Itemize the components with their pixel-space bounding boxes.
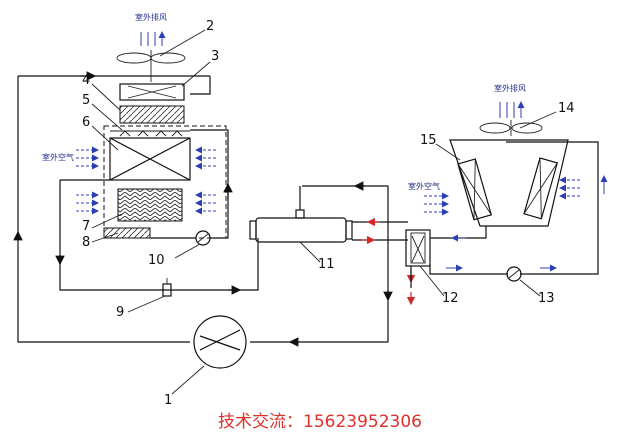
pump-13 (506, 266, 522, 282)
exhaust-label-right: 室外排风 (494, 83, 526, 93)
label-2: 2 (206, 19, 214, 34)
label-14: 14 (558, 101, 575, 116)
pump-10 (195, 230, 211, 246)
exhaust-label-left: 室外排风 (135, 12, 167, 22)
dry-cooler: 室外排风 室外空气 (408, 83, 580, 227)
component-3 (119, 83, 185, 101)
label-5: 5 (82, 93, 90, 108)
component-11 (249, 209, 353, 243)
label-1: 1 (164, 393, 172, 408)
label-15: 15 (420, 133, 437, 148)
label-4: 4 (82, 73, 90, 88)
label-7: 7 (82, 219, 90, 234)
compressor-1 (193, 315, 247, 369)
label-12: 12 (442, 291, 459, 306)
air-label-left: 室外空气 (42, 152, 74, 162)
evaporative-unit: 室外排风 室外空气 (42, 12, 233, 246)
component-7 (117, 188, 183, 222)
label-3: 3 (211, 49, 219, 64)
component-6 (109, 137, 191, 181)
label-10: 10 (148, 253, 165, 268)
valve-9 (162, 278, 172, 297)
air-label-right: 室外空气 (408, 181, 440, 191)
component-12 (405, 229, 431, 288)
contact-text: 技术交流：15623952306 (218, 412, 422, 432)
label-9: 9 (116, 305, 124, 320)
fan-2 (116, 50, 186, 82)
leader-lines (91, 29, 557, 395)
fan-14 (479, 120, 543, 136)
label-11: 11 (318, 257, 335, 272)
component-8 (103, 227, 151, 239)
label-13: 13 (538, 291, 555, 306)
coil-15-left (457, 158, 493, 221)
refrigerant-loop (13, 71, 408, 347)
number-labels: 2 3 4 5 6 7 8 10 9 11 12 13 14 15 1 (82, 19, 575, 408)
coil-15-right (523, 157, 559, 220)
label-6: 6 (82, 115, 90, 130)
water-loop-right (429, 141, 608, 282)
label-8: 8 (82, 235, 90, 250)
component-4 (119, 105, 185, 124)
